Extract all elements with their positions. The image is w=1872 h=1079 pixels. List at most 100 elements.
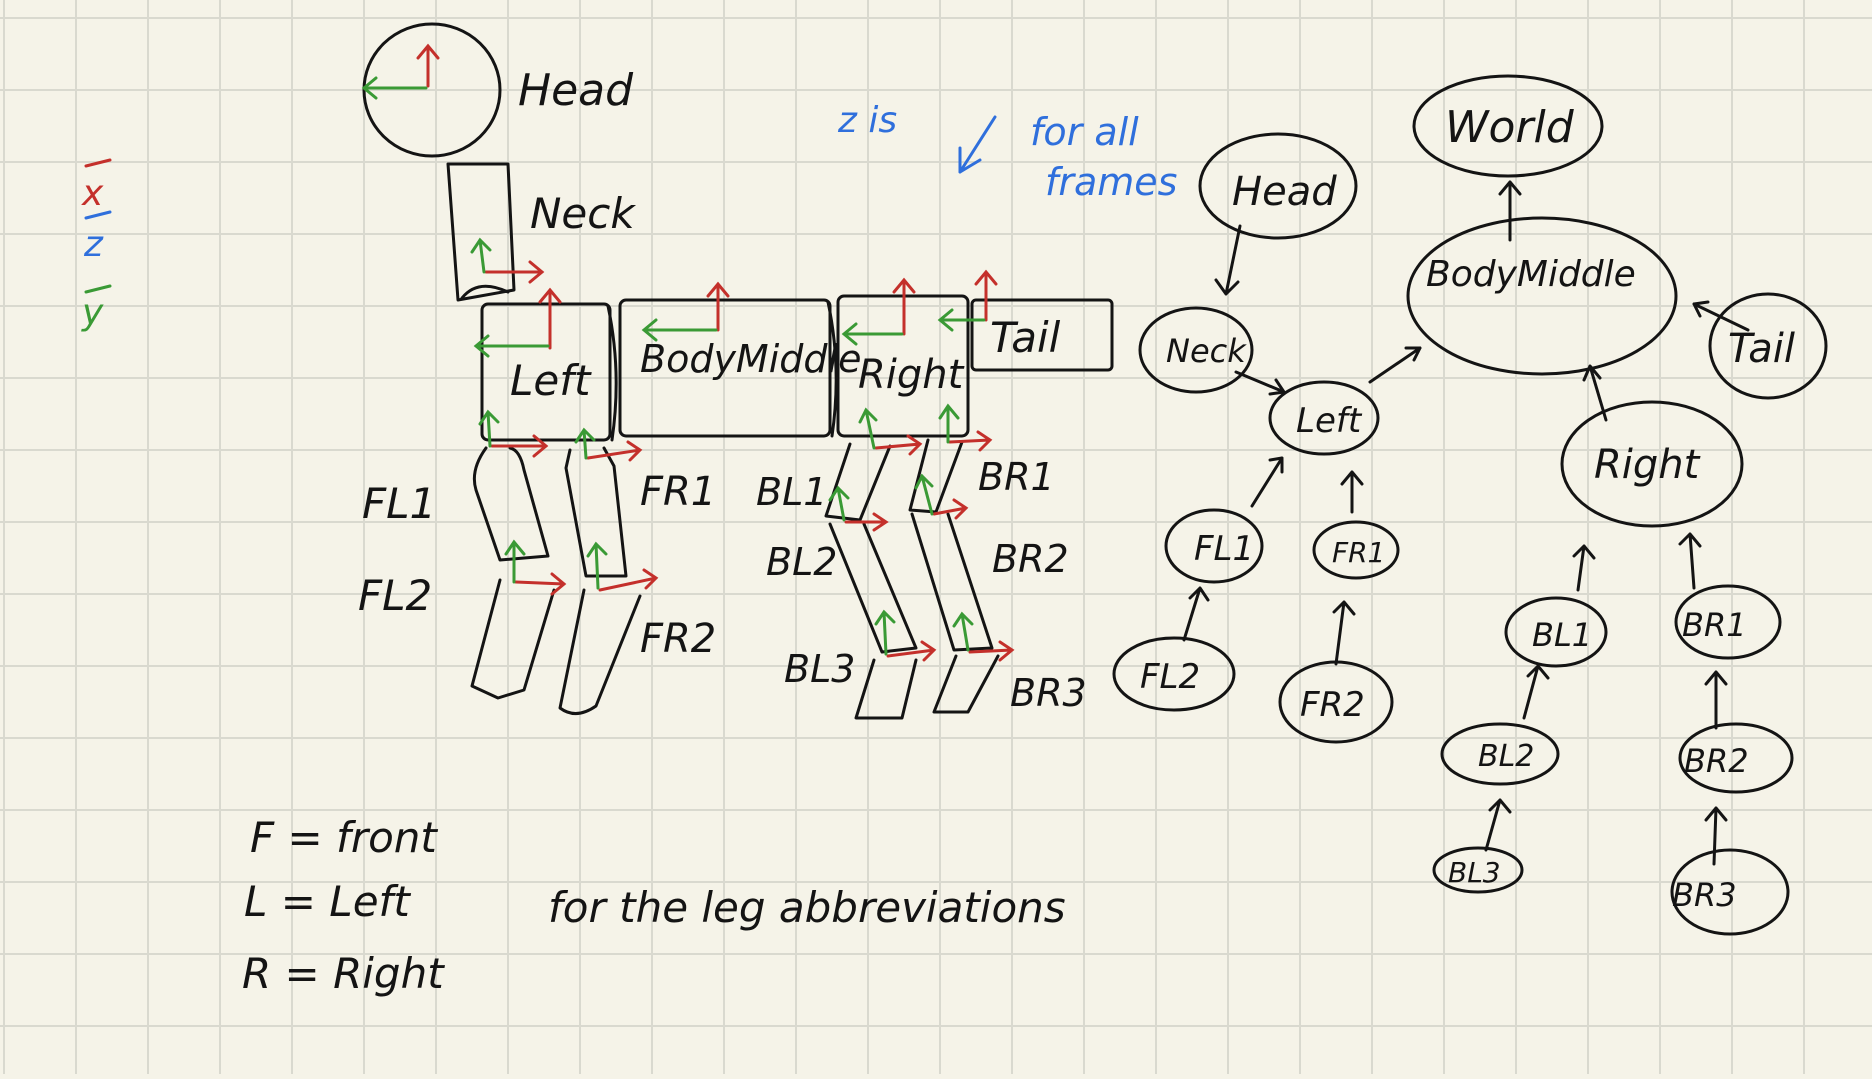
bodymiddle-y-arrow bbox=[641, 318, 718, 342]
neck-part bbox=[446, 162, 516, 302]
tree-node-bl1: BL1 bbox=[1532, 616, 1592, 654]
tree-node-fr2: FR2 bbox=[1300, 685, 1365, 725]
bodymiddle-label: BodyMiddle bbox=[640, 337, 861, 381]
edge-br3-br2 bbox=[1704, 806, 1728, 866]
tree-node-tail-outline bbox=[1708, 292, 1828, 400]
tree-node-neck-outline bbox=[1138, 306, 1254, 394]
fr1-label: FR1 bbox=[640, 469, 716, 515]
dog-sketch: Head Neck Left BodyMiddle Right Tail FL1… bbox=[358, 22, 1114, 720]
edge-head-neck bbox=[1214, 224, 1242, 296]
tree-node-world: World bbox=[1445, 102, 1575, 153]
left-y-arrow bbox=[473, 334, 550, 358]
abbrev-note: for the leg abbreviations bbox=[548, 883, 1066, 932]
abbreviations: F = front L = Left R = Right for the leg… bbox=[242, 813, 1066, 998]
tree-node-fl1-outline bbox=[1164, 508, 1264, 584]
right-x-arrow bbox=[892, 277, 916, 336]
head-x-arrow bbox=[416, 43, 440, 88]
head-part bbox=[362, 22, 502, 158]
tree-node-neck: Neck bbox=[1166, 332, 1247, 370]
right-part-label: Right bbox=[858, 352, 965, 398]
tree-node-bodymiddle-outline bbox=[1406, 216, 1678, 376]
abbrev-left: L = Left bbox=[244, 877, 411, 926]
tree-node-fl2-outline bbox=[1112, 636, 1236, 712]
fr1-frame-y bbox=[574, 427, 596, 460]
bl3-leg bbox=[854, 658, 918, 720]
tree-node-fl1: FL1 bbox=[1194, 529, 1254, 569]
br3-leg bbox=[932, 654, 1000, 714]
fl2-frame-x bbox=[514, 572, 567, 596]
tree-node-tail: Tail bbox=[1728, 326, 1795, 372]
tree-node-fl2: FL2 bbox=[1140, 657, 1200, 697]
axis-legend: x z y bbox=[81, 158, 112, 333]
head-label: Head bbox=[518, 65, 634, 116]
tree-node-bodymiddle: BodyMiddle bbox=[1426, 254, 1636, 295]
z-note: z is for all frames bbox=[837, 100, 1177, 204]
fr2-label: FR2 bbox=[640, 616, 716, 662]
edge-fr1-left bbox=[1340, 470, 1364, 514]
bl3-frame-y bbox=[874, 609, 896, 656]
left-part-label: Left bbox=[510, 356, 592, 405]
tail-part bbox=[970, 298, 1114, 372]
bl1-label: BL1 bbox=[756, 470, 827, 514]
tree-node-head: Head bbox=[1232, 169, 1337, 215]
br3-frame-y bbox=[952, 611, 974, 652]
x-axis-legend-arrow bbox=[84, 158, 112, 168]
edge-fr2-fr1 bbox=[1332, 600, 1356, 666]
tree-node-bl2-outline bbox=[1440, 722, 1560, 786]
tree-node-br2-outline bbox=[1678, 722, 1794, 794]
tree-node-br2: BR2 bbox=[1684, 742, 1749, 780]
fl1-leg bbox=[472, 446, 550, 562]
tree-node-br3-outline bbox=[1670, 848, 1790, 936]
edge-bl2-bl1 bbox=[1522, 664, 1550, 720]
fl1-frame-y bbox=[478, 409, 500, 448]
tree-node-right: Right bbox=[1594, 442, 1701, 488]
br2-label: BR2 bbox=[992, 537, 1069, 581]
neck-label: Neck bbox=[530, 189, 636, 238]
bl1-frame-x bbox=[874, 434, 923, 456]
br2-frame-y bbox=[914, 473, 934, 516]
edge-fl1-left bbox=[1250, 456, 1284, 508]
y-legend-label: y bbox=[81, 292, 104, 333]
neck-joint bbox=[460, 284, 510, 300]
head-y-arrow bbox=[361, 76, 428, 100]
tree-node-bl3: BL3 bbox=[1448, 856, 1501, 889]
tree-node-fr1: FR1 bbox=[1332, 536, 1385, 569]
fl2-leg bbox=[470, 578, 556, 700]
abbrev-front: F = front bbox=[250, 813, 438, 862]
edge-br1-right bbox=[1678, 532, 1702, 590]
edge-br2-br1 bbox=[1704, 670, 1728, 730]
fl2-frame-y bbox=[504, 539, 526, 584]
bodymiddle-x-arrow bbox=[706, 281, 730, 332]
neck-y-arrow bbox=[470, 237, 492, 274]
edge-fl2-fl1 bbox=[1182, 586, 1210, 642]
fr1-frame-x bbox=[586, 440, 643, 462]
left-x-arrow bbox=[538, 287, 562, 350]
bodymiddle-part bbox=[618, 298, 832, 438]
br2-leg bbox=[910, 512, 994, 652]
tail-label: Tail bbox=[990, 313, 1061, 362]
left-joint bbox=[606, 304, 618, 442]
tree-node-left: Left bbox=[1296, 401, 1363, 441]
tree-node-head-outline bbox=[1198, 132, 1358, 240]
tree-node-br1-outline bbox=[1674, 584, 1782, 660]
frames-text: frames bbox=[1045, 160, 1177, 204]
br3-frame-x bbox=[968, 640, 1015, 662]
tree-node-bl1-outline bbox=[1504, 596, 1608, 668]
frame-tree: World BodyMiddle Head Neck Left Tail Rig… bbox=[1112, 74, 1828, 936]
br1-frame-x bbox=[948, 430, 993, 452]
bl2-label: BL2 bbox=[766, 540, 837, 584]
bl2-frame-x bbox=[844, 512, 889, 532]
tree-node-fr2-outline bbox=[1278, 660, 1394, 744]
br3-label: BR3 bbox=[1010, 671, 1087, 715]
bl1-frame-y bbox=[858, 407, 878, 450]
bl3-frame-x bbox=[886, 640, 937, 662]
right-y-arrow bbox=[841, 322, 904, 346]
z-down-arrow bbox=[958, 115, 997, 174]
tail-y-arrow bbox=[937, 308, 986, 332]
tail-x-arrow bbox=[974, 269, 998, 322]
br2-frame-x bbox=[932, 498, 969, 520]
y-axis-legend-arrow bbox=[84, 284, 112, 294]
